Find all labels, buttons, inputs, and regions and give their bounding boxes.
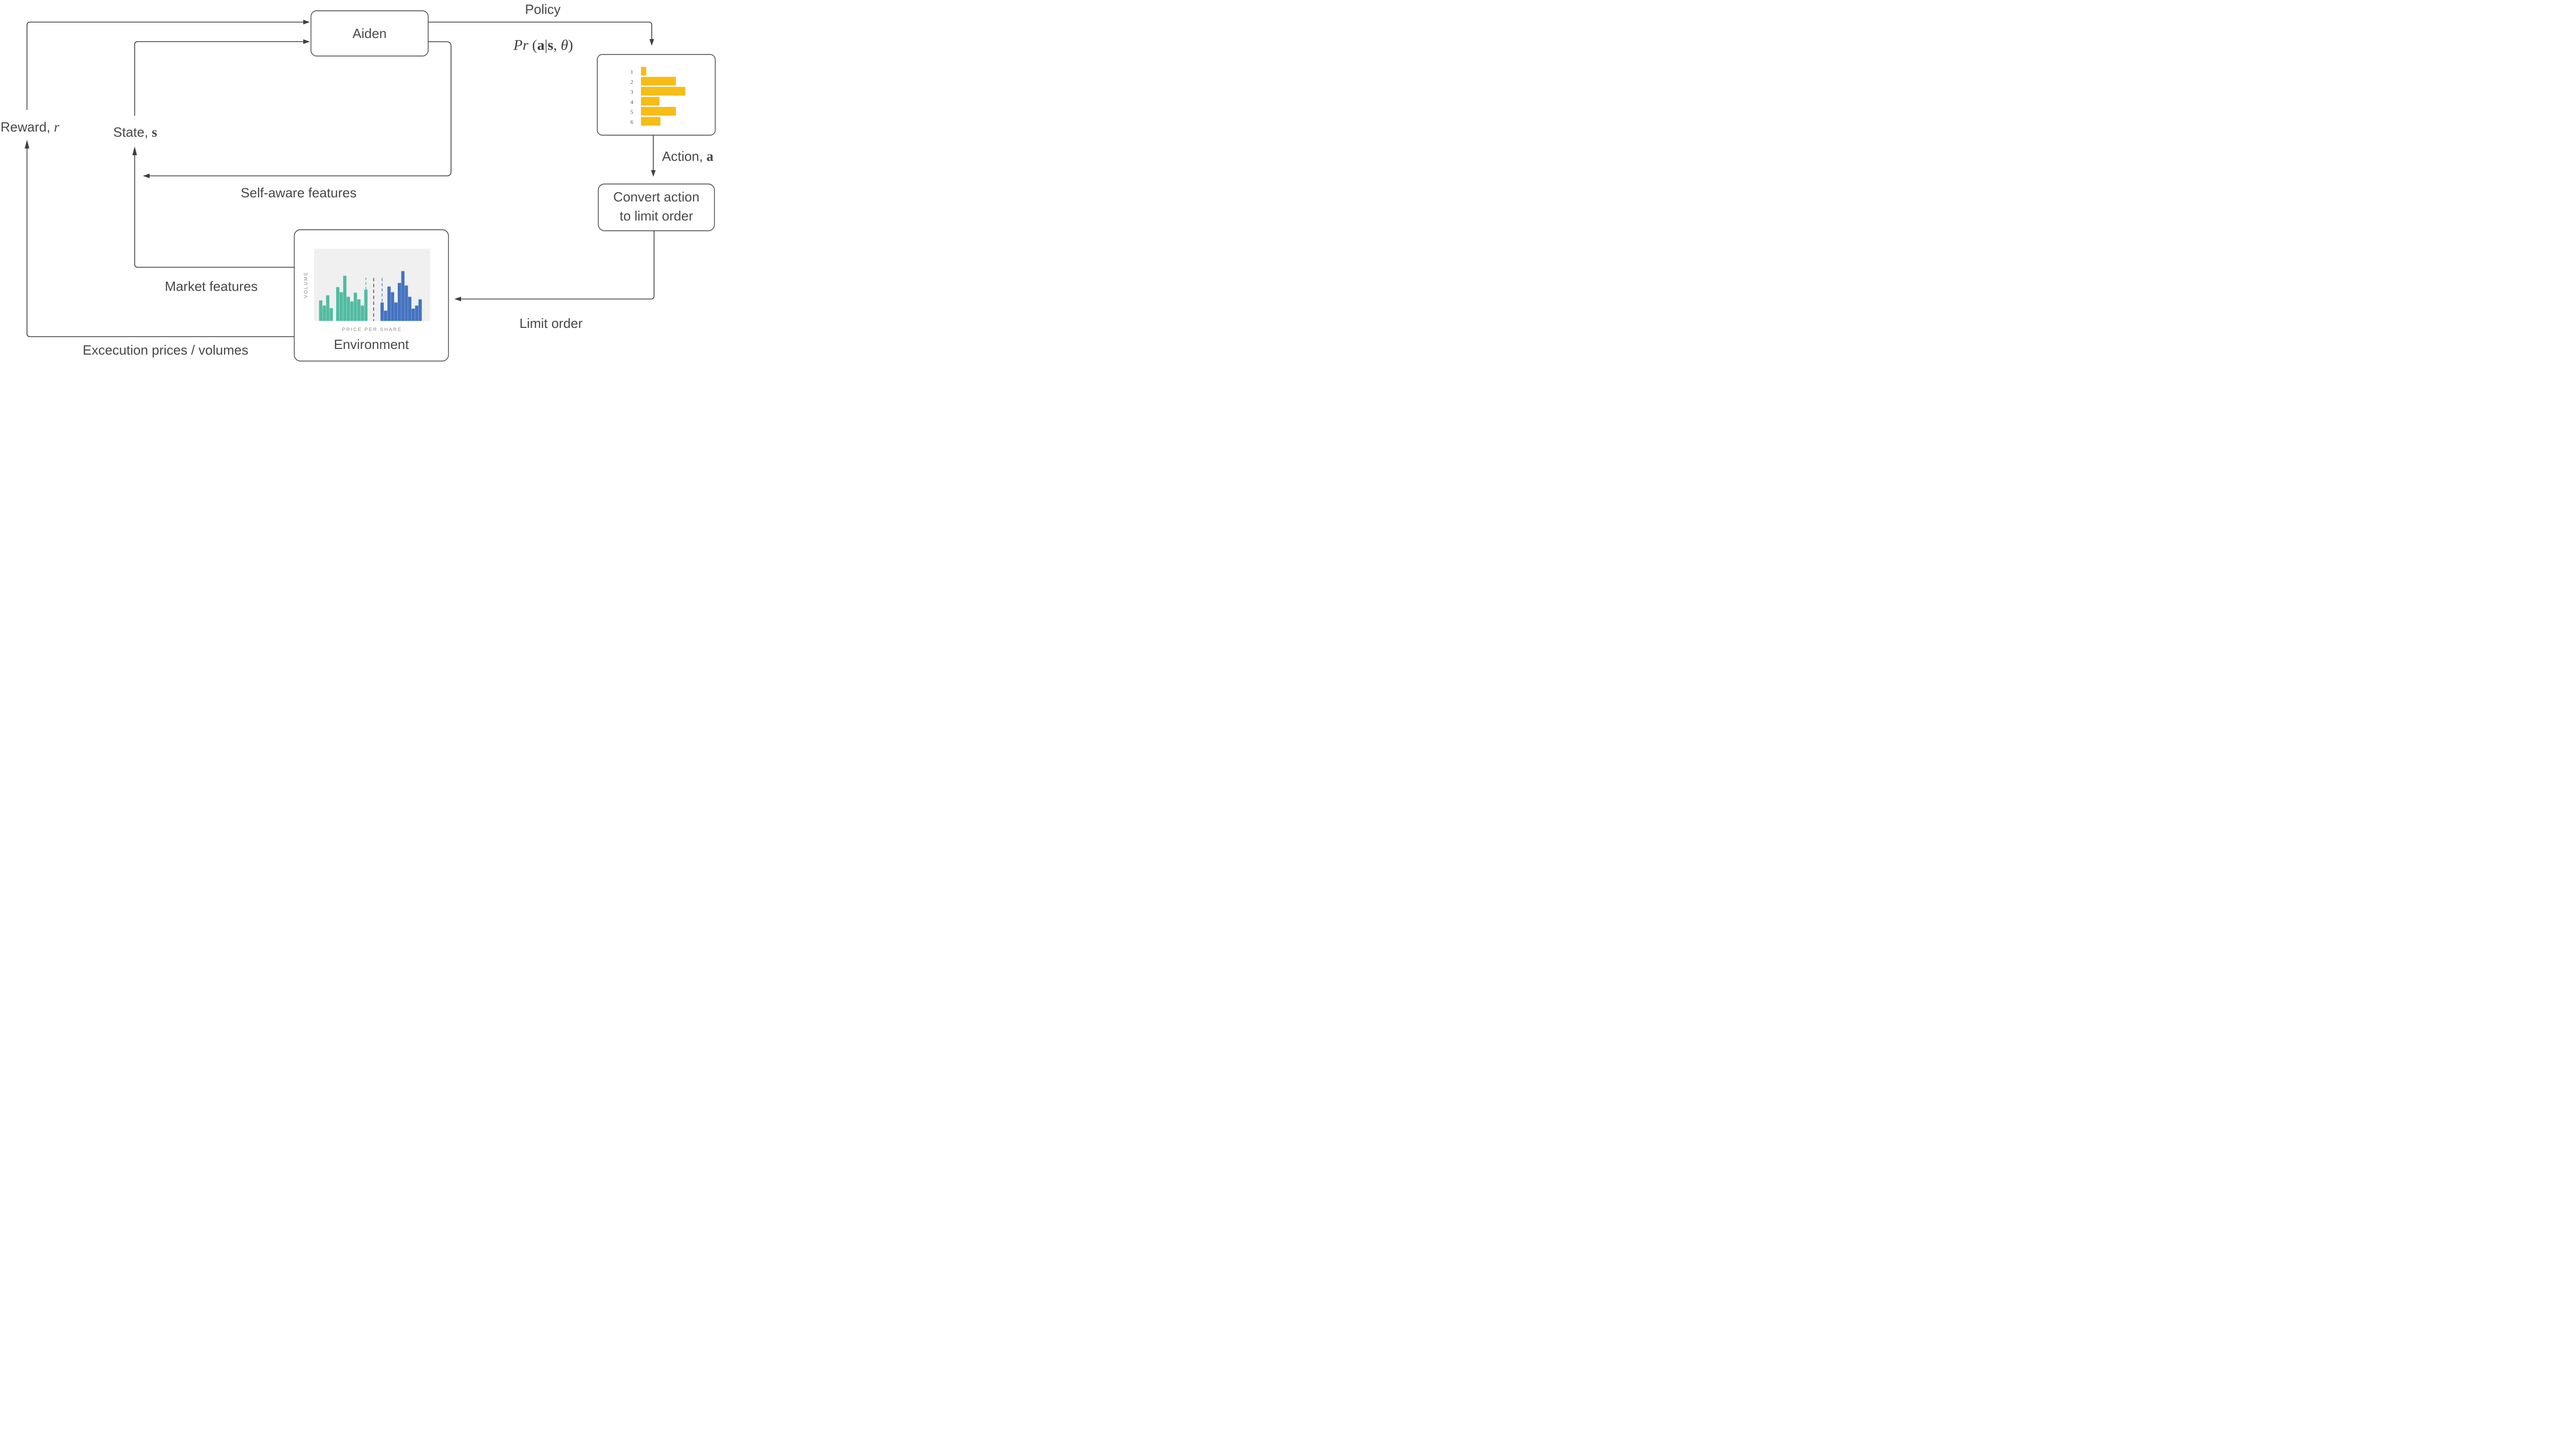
chart-bar [411, 308, 415, 321]
action-tick-label: 6 [631, 119, 634, 125]
reward-label: Reward,r [1, 119, 60, 135]
diagram-canvas: Aiden 1 2 3 4 5 6 Convert action to limit ord… [1, 2, 716, 362]
chart-bar [408, 297, 412, 321]
chart-bar [405, 285, 408, 321]
action-tick-label: 3 [631, 89, 634, 96]
chart-bar [415, 305, 418, 321]
chart-bar [418, 299, 422, 321]
chart-bar [339, 292, 343, 321]
aiden-node [310, 10, 429, 57]
execution-prices-label: Excecution prices / volumes [83, 342, 248, 358]
convert-node-label-line2: to limit order [619, 208, 693, 224]
action-tick-label: 4 [631, 99, 634, 105]
chart-bar [641, 107, 676, 116]
reward-into-agent-arrowhead [303, 20, 310, 25]
action-tick-label: 5 [631, 109, 634, 116]
state-into-agent-arrowhead [303, 39, 310, 44]
market-features-label: Market features [165, 279, 258, 294]
chart-bar [319, 300, 323, 321]
policy-formula: Pr (a|s, θ) [513, 37, 573, 53]
orderbook-xlabel: PRICE PER SHARE [342, 327, 402, 333]
limit-order-arrowhead [454, 297, 461, 302]
chart-bar [391, 292, 394, 321]
convert-node [598, 183, 715, 231]
chart-bar [397, 283, 401, 321]
orderbook-chart [319, 271, 422, 321]
reward-up-arrowhead [25, 140, 29, 149]
chart-bar [322, 305, 326, 321]
chart-bar [641, 97, 660, 106]
self-aware-features-label: Self-aware features [241, 185, 356, 200]
policy-label: Policy [525, 2, 560, 17]
environment-node-label: Environment [334, 337, 410, 352]
chart-bar [394, 302, 398, 321]
chart-bar [641, 117, 660, 126]
limit-order-label: Limit order [520, 316, 583, 331]
state-label: State,s [113, 124, 157, 140]
market-features-line [134, 155, 295, 268]
chart-bar [641, 87, 685, 96]
chart-bar [343, 275, 347, 321]
self-aware-arrowhead [143, 173, 150, 178]
chart-bar [346, 297, 350, 321]
orderbook-ylabel: VOLUME [303, 271, 309, 298]
action-label: Action,a [662, 149, 714, 164]
chart-bar [387, 286, 391, 321]
convert-node-label-line1: Convert action [613, 189, 700, 205]
chart-bar [641, 67, 647, 76]
action-tick-label: 2 [631, 79, 634, 85]
chart-bar [383, 310, 388, 321]
chart-bar [360, 305, 364, 321]
aiden-node-label: Aiden [353, 26, 387, 41]
chart-bar [380, 302, 384, 321]
policy-line [428, 22, 652, 39]
chart-bar [364, 289, 368, 321]
limit-order-line [461, 231, 655, 300]
state-to-agent-line [134, 41, 303, 116]
action-down-arrowhead [651, 170, 656, 177]
chart-bar [336, 287, 340, 321]
state-up-arrowhead [132, 146, 137, 155]
chart-bar [326, 295, 329, 321]
chart-bar [641, 77, 676, 86]
chart-bar [401, 271, 405, 321]
policy-down-arrowhead [649, 39, 654, 46]
chart-bar [329, 308, 333, 321]
chart-bar [354, 292, 357, 321]
self-aware-line [150, 41, 452, 177]
action-distribution-chart: 1 2 3 4 5 6 [631, 67, 685, 126]
reward-to-agent-line [26, 22, 303, 110]
action-tick-label: 1 [631, 69, 634, 76]
execution-prices-line [26, 149, 295, 337]
rl-trading-diagram: Aiden 1 2 3 4 5 6 Convert action to limit ord… [0, 0, 771, 364]
chart-bar [357, 299, 361, 321]
chart-bar [350, 301, 354, 321]
